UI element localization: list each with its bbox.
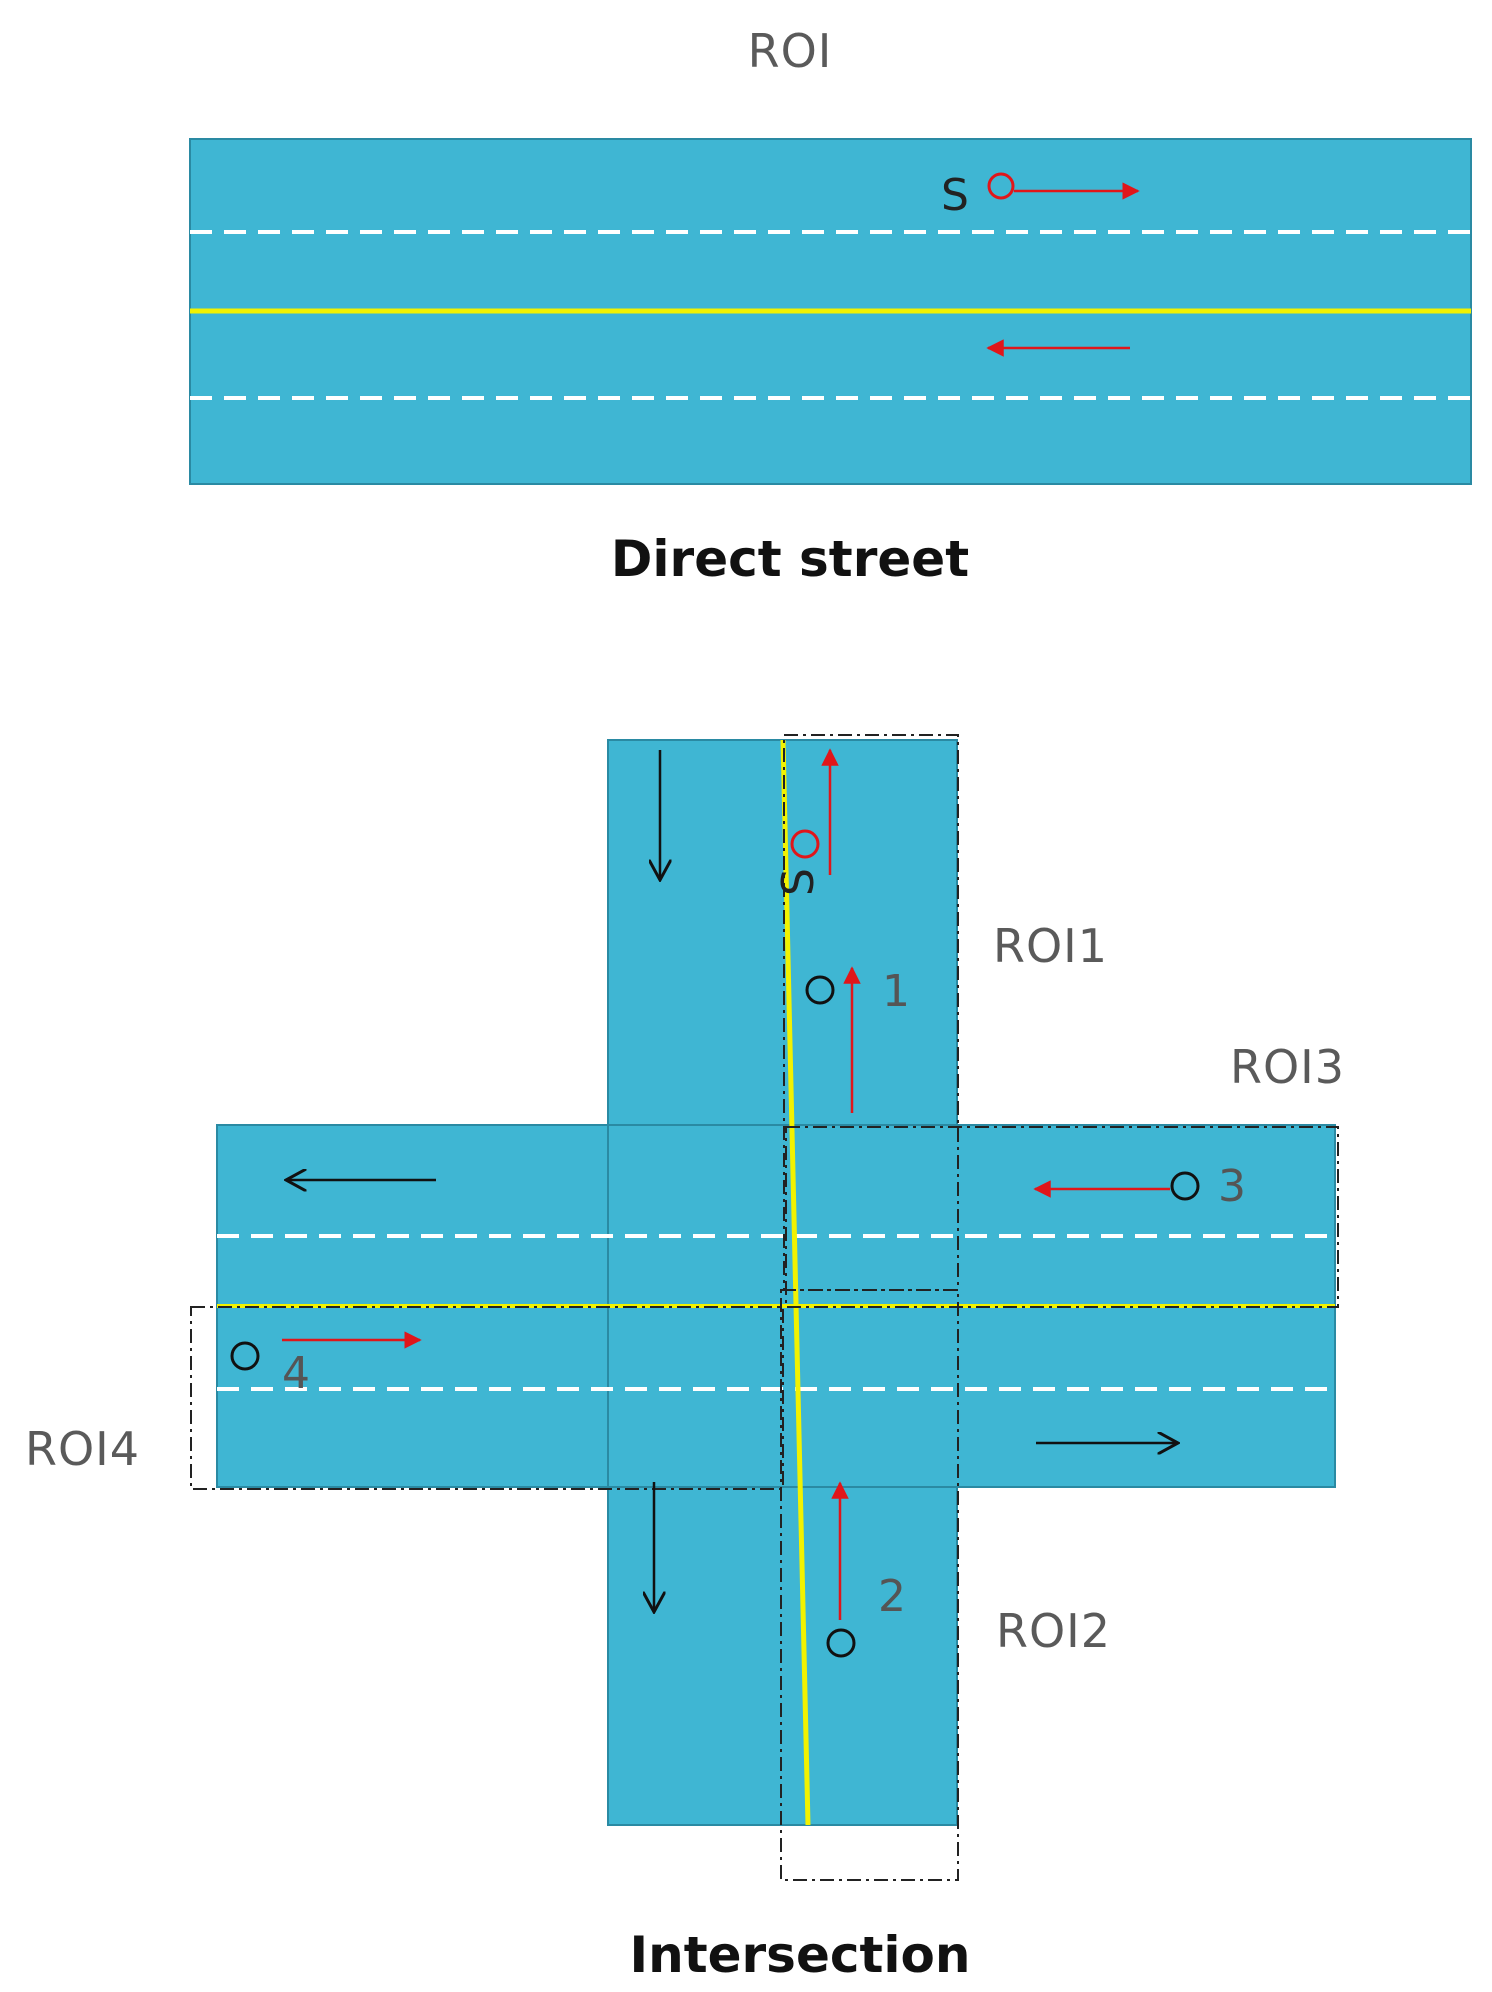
node-3	[1170, 1171, 1200, 1201]
roi4-label: ROI4	[25, 1422, 140, 1476]
roi4-box	[190, 1306, 784, 1490]
center-line-vertical	[780, 739, 811, 1826]
node-4	[230, 1341, 260, 1371]
roi3-label: ROI3	[1230, 1040, 1345, 1094]
node-3-label: 3	[1218, 1161, 1246, 1212]
node-2-label: 2	[878, 1571, 906, 1622]
source-node	[790, 829, 820, 859]
direct-street: S	[189, 138, 1472, 485]
source-node	[987, 172, 1015, 200]
intersection-caption: Intersection	[630, 1926, 971, 1984]
roi1-label: ROI1	[993, 919, 1108, 973]
node-4-label: 4	[282, 1348, 310, 1399]
node-1	[805, 975, 835, 1005]
source-label: S	[773, 868, 824, 896]
source-label: S	[941, 170, 969, 221]
node-2	[826, 1628, 856, 1658]
roi2-label: ROI2	[996, 1604, 1111, 1658]
direct-street-caption: Direct street	[611, 530, 969, 588]
node-1-label: 1	[882, 966, 910, 1017]
roi2-box	[780, 1289, 959, 1881]
intersection: S 1 2 3 4 ROI1 ROI2 ROI3 ROI4	[25, 734, 1345, 1881]
roi3-box	[785, 1126, 1339, 1308]
roi-label: ROI	[748, 24, 833, 78]
